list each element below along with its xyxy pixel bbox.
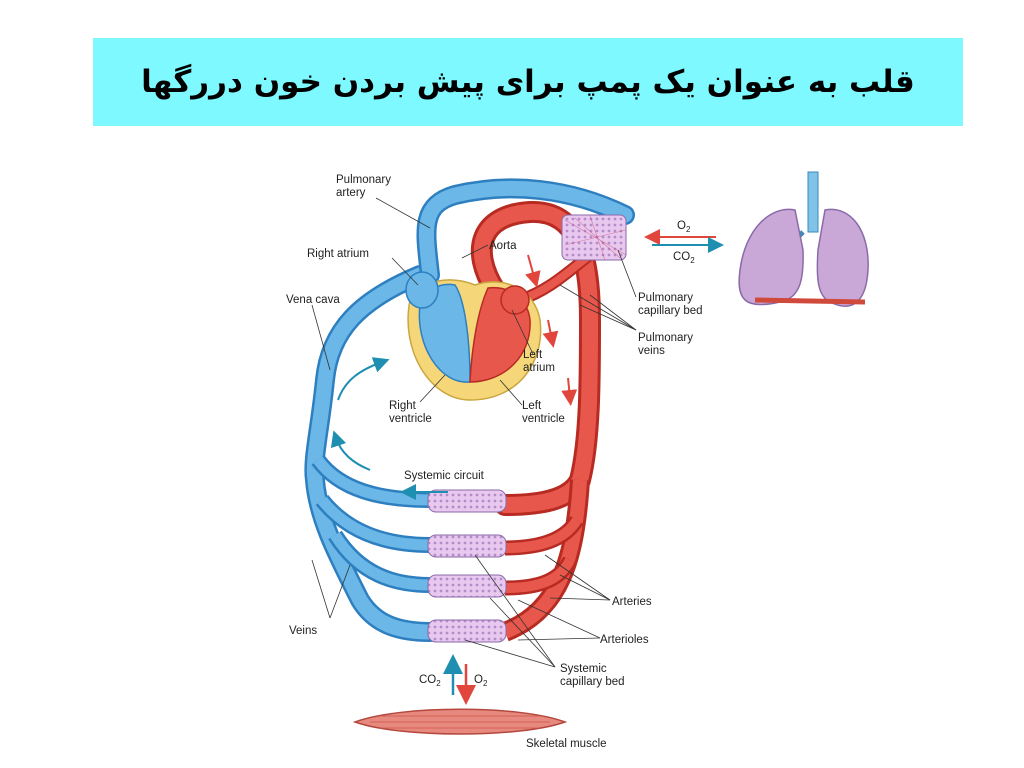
lungs <box>738 171 869 307</box>
skeletal-muscle <box>352 708 568 735</box>
arterioles-label: Arterioles <box>600 634 649 646</box>
vena-cava-label: Vena cava <box>286 294 340 306</box>
pulmonary-capillary-bed <box>561 214 627 261</box>
muscle-co2-label: CO2 <box>419 674 441 688</box>
muscle-gas-exchange: CO2 O2 <box>419 654 488 705</box>
pulmonary-veins-label: Pulmonary veins <box>638 332 696 357</box>
left-ventricle-label: Left ventricle <box>522 400 565 425</box>
title-banner: قلب به عنوان یک پمپ برای پیش بردن خون در… <box>93 38 963 126</box>
flow-arrows <box>330 254 578 500</box>
lung-gas-exchange: O2 CO2 <box>644 220 724 265</box>
systemic-capillary-bed-label: Systemic capillary bed <box>560 663 625 688</box>
pulmonary-capillary-bed-label: Pulmonary capillary bed <box>638 292 703 317</box>
leader-lines <box>311 197 637 668</box>
systemic-veins <box>304 265 440 642</box>
right-atrium-label: Right atrium <box>307 248 369 260</box>
left-atrium-label: Left atrium <box>523 349 555 374</box>
systemic-arteries <box>470 201 602 642</box>
right-ventricle-label: Right ventricle <box>389 400 432 425</box>
arteries-label: Arteries <box>612 596 652 608</box>
diagram-labels: Pulmonary artery Aorta Right atrium Vena… <box>286 174 703 750</box>
right-ventricle-shape <box>418 283 471 383</box>
heart <box>405 271 542 401</box>
systemic-circuit-label: Systemic circuit <box>404 470 485 482</box>
lung-co2-label: CO2 <box>673 251 695 265</box>
skeletal-muscle-label: Skeletal muscle <box>526 738 607 750</box>
slide-title: قلب به عنوان یک پمپ برای پیش بردن خون در… <box>141 64 915 100</box>
systemic-capillary-beds <box>427 489 507 643</box>
aorta-label: Aorta <box>489 240 517 252</box>
left-atrium-shape <box>500 285 530 315</box>
muscle-o2-label: O2 <box>474 674 488 688</box>
pulmonary-artery <box>416 178 635 285</box>
lung-o2-label: O2 <box>677 220 691 234</box>
veins-label: Veins <box>289 625 317 637</box>
pulmonary-artery-label: Pulmonary artery <box>336 174 394 199</box>
